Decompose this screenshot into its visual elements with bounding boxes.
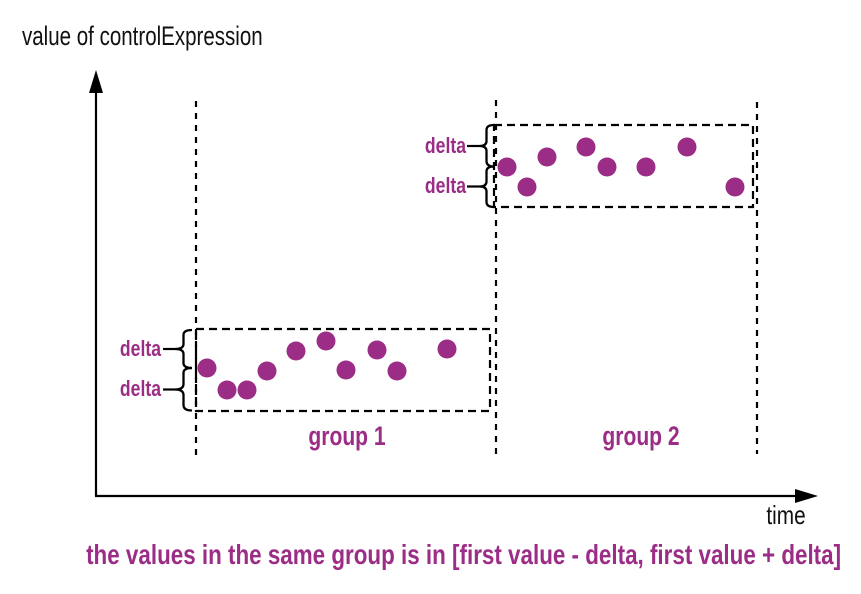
- group2-label: group 2: [602, 421, 680, 451]
- data-point: [677, 137, 697, 157]
- footnote: the values in the same group is in [firs…: [86, 539, 842, 570]
- delta-label: delta: [119, 336, 161, 361]
- delta-label: delta: [119, 376, 161, 401]
- data-point: [197, 358, 217, 378]
- y-axis-arrowhead-icon: [89, 70, 103, 93]
- data-point: [437, 339, 457, 359]
- data-point: [597, 157, 617, 177]
- data-point: [387, 361, 407, 381]
- data-point: [537, 147, 557, 167]
- data-point: [497, 157, 517, 177]
- data-point: [316, 331, 336, 351]
- data-point: [725, 177, 745, 197]
- data-point: [286, 341, 306, 361]
- data-point: [237, 380, 257, 400]
- curly-brace-icon: [174, 328, 193, 370]
- group1-range-box: [194, 327, 492, 413]
- curly-brace-icon: [174, 366, 193, 412]
- chart-title: value of controlExpression: [22, 21, 263, 51]
- data-points-layer: [197, 137, 745, 400]
- data-point: [367, 340, 387, 360]
- curly-brace-icon: [479, 123, 495, 168]
- group1-label: group 1: [308, 421, 386, 451]
- x-axis-label: time: [766, 500, 806, 530]
- data-point: [636, 157, 656, 177]
- data-point: [336, 360, 356, 380]
- group2-range-box: [492, 123, 755, 209]
- delta-label: delta: [424, 133, 466, 158]
- data-point: [576, 137, 596, 157]
- data-point: [217, 380, 237, 400]
- data-point: [257, 361, 277, 381]
- delta-label: delta: [424, 173, 466, 198]
- curly-brace-icon: [479, 165, 495, 209]
- x-axis-arrowhead-icon: [795, 489, 818, 503]
- data-point: [517, 177, 537, 197]
